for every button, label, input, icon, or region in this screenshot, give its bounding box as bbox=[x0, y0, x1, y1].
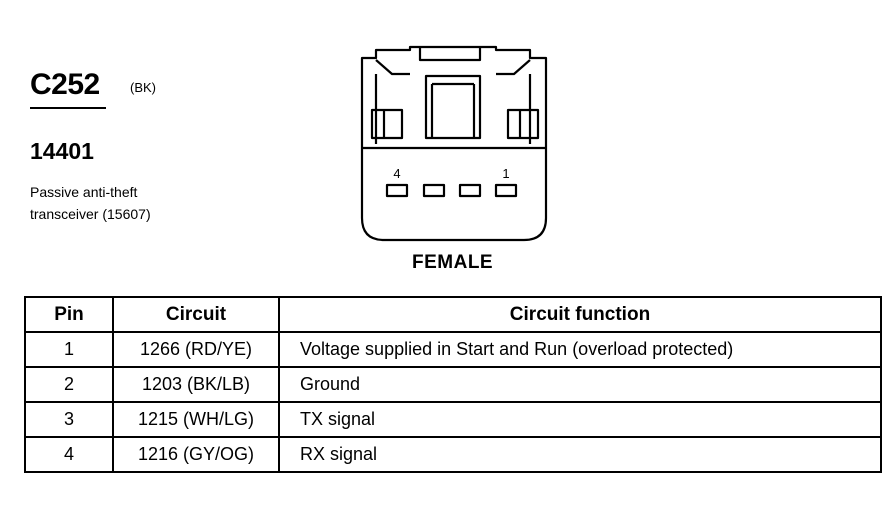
pin-cavity-4 bbox=[385, 183, 409, 198]
table-row: 1 1266 (RD/YE) Voltage supplied in Start… bbox=[24, 331, 882, 368]
latch-chamfer-left bbox=[375, 59, 410, 76]
cell-circuit: 1215 (WH/LG) bbox=[112, 401, 280, 438]
pin-label-4: 4 bbox=[393, 166, 400, 181]
header-circuit-function: Circuit function bbox=[278, 296, 882, 333]
table-row: 2 1203 (BK/LB) Ground bbox=[24, 366, 882, 403]
cell-pin: 4 bbox=[24, 436, 114, 473]
component-description-line1: Passive anti-theft bbox=[30, 184, 138, 200]
pin-cavity-2 bbox=[458, 183, 482, 198]
lock-tab-inner bbox=[430, 82, 476, 138]
lock-tab bbox=[424, 74, 482, 140]
cell-circuit: 1266 (RD/YE) bbox=[112, 331, 280, 368]
cell-function: TX signal bbox=[278, 401, 882, 438]
pin-label-1: 1 bbox=[502, 166, 509, 181]
cell-function: Ground bbox=[278, 366, 882, 403]
connector-id: C252 bbox=[30, 68, 100, 101]
part-number: 14401 bbox=[30, 138, 94, 164]
cell-pin: 2 bbox=[24, 366, 114, 403]
connector-body-outline bbox=[360, 45, 548, 242]
table-header-row: Pin Circuit Circuit function bbox=[24, 296, 882, 333]
header-pin: Pin bbox=[24, 296, 114, 333]
cell-circuit: 1216 (GY/OG) bbox=[112, 436, 280, 473]
table-row: 4 1216 (GY/OG) RX signal bbox=[24, 436, 882, 473]
cell-circuit: 1203 (BK/LB) bbox=[112, 366, 280, 403]
header-circuit: Circuit bbox=[112, 296, 280, 333]
connector-color-code: (BK) bbox=[130, 80, 156, 95]
side-window-left bbox=[370, 108, 404, 140]
cell-function: RX signal bbox=[278, 436, 882, 473]
cell-pin: 1 bbox=[24, 331, 114, 368]
connector-face-drawing: 4 1 bbox=[360, 45, 548, 242]
latch-outline bbox=[418, 47, 482, 62]
latch-chamfer-right bbox=[496, 59, 531, 76]
cell-function: Voltage supplied in Start and Run (overl… bbox=[278, 331, 882, 368]
cell-pin: 3 bbox=[24, 401, 114, 438]
side-window-right bbox=[506, 108, 540, 140]
pin-cavity-1 bbox=[494, 183, 518, 198]
pin-table: Pin Circuit Circuit function 1 1266 (RD/… bbox=[24, 296, 882, 473]
pin-cavity-3 bbox=[422, 183, 446, 198]
connector-gender-label: FEMALE bbox=[412, 252, 494, 273]
table-row: 3 1215 (WH/LG) TX signal bbox=[24, 401, 882, 438]
connector-id-underline bbox=[30, 107, 106, 109]
component-description-line2: transceiver (15607) bbox=[30, 206, 151, 222]
